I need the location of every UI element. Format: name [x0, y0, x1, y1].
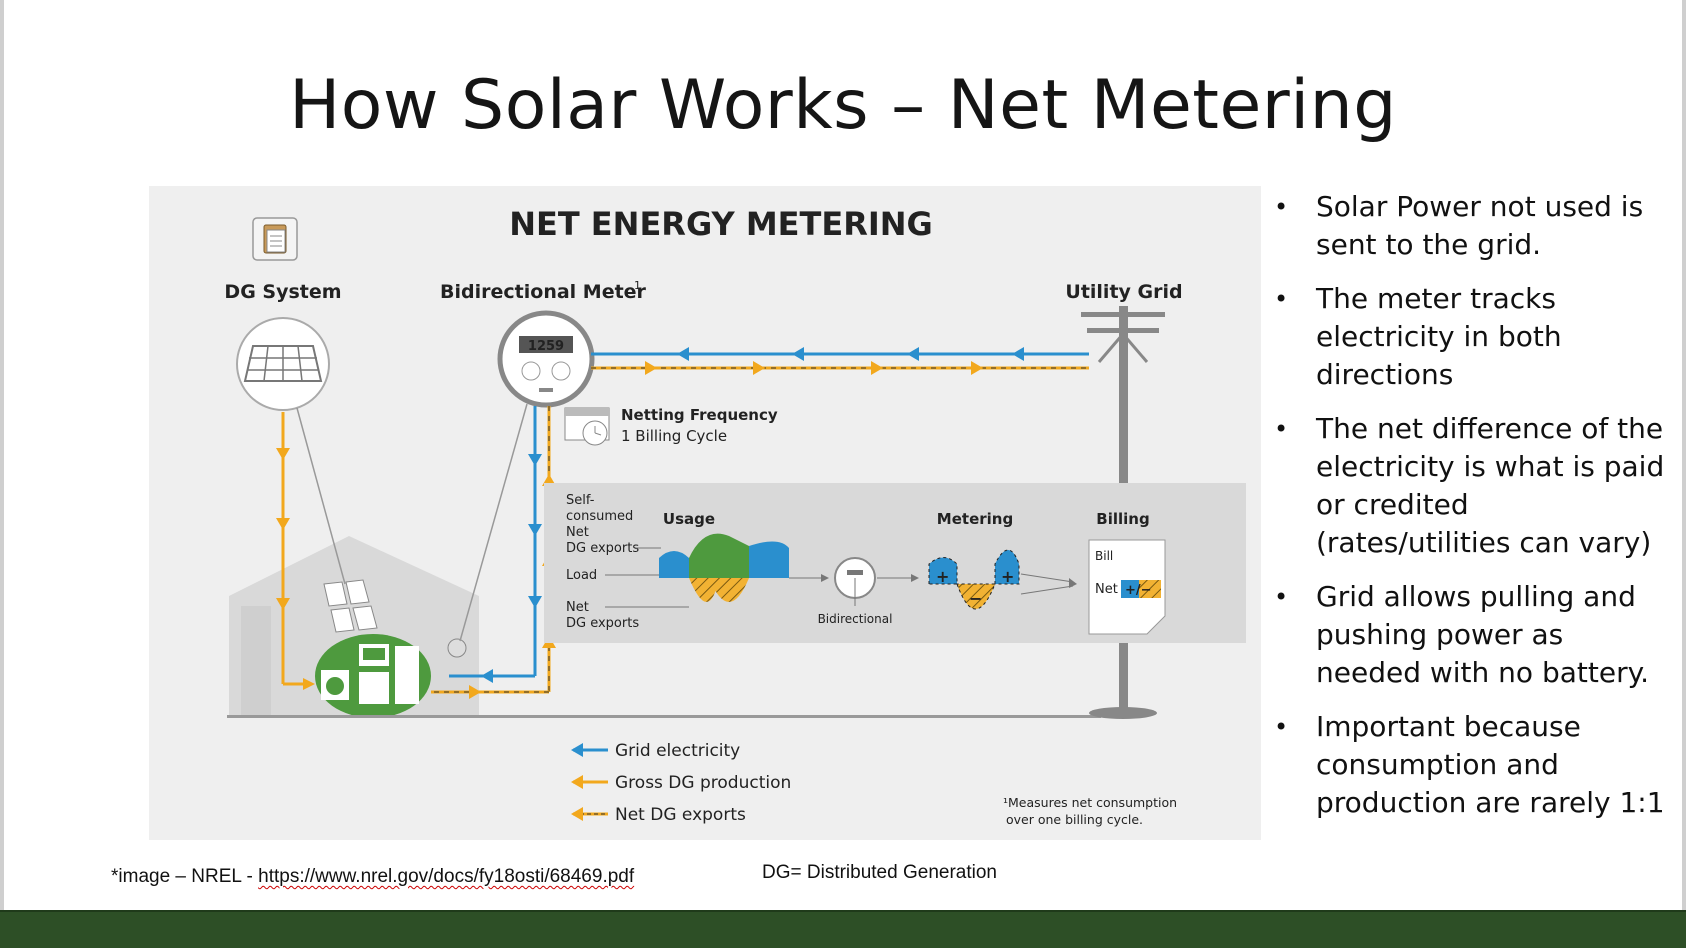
svg-text:Net: Net [566, 600, 589, 615]
svg-text:Gross DG production: Gross DG production [615, 773, 791, 793]
svg-text:over one billing cycle.: over one billing cycle. [1006, 812, 1143, 827]
metering-title: Metering [937, 510, 1013, 528]
slide-footer-bar [0, 910, 1686, 948]
meter-display: 1259 [528, 339, 564, 354]
bill-net-label: Net [1095, 582, 1118, 597]
svg-text:+: + [1001, 567, 1014, 586]
calendar-clock-icon [564, 407, 610, 446]
svg-text:Self-: Self- [566, 493, 595, 508]
bill-document-icon: Bill Net +/− [1088, 539, 1166, 635]
slide-right-edge [1682, 0, 1686, 910]
grid-electricity-flow [449, 347, 1089, 683]
meter-label: Bidirectional Meter [440, 281, 647, 303]
load-label: Load [566, 568, 597, 583]
clipboard-icon[interactable] [252, 217, 298, 261]
bidirectional-meter-small-icon [834, 557, 876, 606]
svg-text:¹Measures net consumption: ¹Measures net consumption [1003, 795, 1177, 810]
bullet-dot: • [1274, 415, 1289, 443]
legend-gross-dg-production: Gross DG production [571, 773, 791, 793]
bullet-item: •Grid allows pulling and pushing power a… [1274, 580, 1650, 689]
source-prefix: *image – NREL - [111, 866, 259, 887]
meter-superscript: 1 [634, 279, 641, 292]
utility-grid-label: Utility Grid [1065, 281, 1182, 303]
usage-curve [659, 533, 789, 602]
bullet-dot: • [1274, 713, 1289, 741]
bullet-item: •Important because consumption and produ… [1274, 710, 1665, 819]
dg-definition: DG= Distributed Generation [762, 862, 997, 883]
slide-title: How Solar Works – Net Metering [289, 66, 1397, 145]
image-source-footnote: *image – NREL - https://www.nrel.gov/doc… [111, 866, 634, 888]
netting-frequency-title: Netting Frequency [621, 406, 778, 424]
svg-text:DG exports: DG exports [566, 541, 639, 556]
billing-title: Billing [1096, 510, 1149, 528]
source-url-link[interactable]: https://www.nrel.gov/docs/fy18osti/68469… [258, 866, 635, 887]
bullet-list: •Solar Power not used is sent to the gri… [1270, 188, 1670, 838]
diagram-canvas: NET ENERGY METERING DG System Bidirectio… [224, 205, 1246, 827]
bullet-dot: • [1274, 193, 1289, 221]
slide-left-edge [0, 0, 4, 910]
svg-text:Grid electricity: Grid electricity [615, 741, 740, 761]
self-consumed-label: Self- consumed Net DG exports [566, 493, 639, 556]
bullet-item: •The net difference of the electricity i… [1274, 412, 1665, 559]
bidirectional-meter-icon: 1259 [497, 310, 595, 408]
svg-text:+: + [936, 567, 949, 586]
bill-label: Bill [1095, 549, 1113, 563]
gross-dg-flow [276, 412, 315, 690]
legend-net-dg-exports: Net DG exports [571, 805, 746, 825]
bullet-item: •The meter tracks electricity in both di… [1274, 282, 1562, 391]
usage-title: Usage [663, 510, 715, 528]
net-exports-label: Net DG exports [566, 600, 639, 631]
bidirectional-label: Bidirectional [818, 612, 893, 626]
svg-text:Net DG exports: Net DG exports [615, 805, 746, 825]
bill-net-value: +/− [1125, 583, 1152, 598]
svg-text:DG exports: DG exports [566, 616, 639, 631]
bullet-dot: • [1274, 285, 1289, 313]
svg-text:−: − [969, 589, 982, 608]
diagram-heading: NET ENERGY METERING [509, 205, 933, 243]
diagram-footnote: ¹Measures net consumption over one billi… [1003, 795, 1177, 827]
net-metering-diagram: NET ENERGY METERING DG System Bidirectio… [149, 186, 1261, 840]
legend-grid-electricity: Grid electricity [571, 741, 740, 761]
house-illustration [227, 536, 1101, 718]
svg-text:Net: Net [566, 525, 589, 540]
dg-system-label: DG System [224, 281, 341, 303]
netting-frequency-value: 1 Billing Cycle [621, 427, 727, 445]
bullet-dot: • [1274, 583, 1289, 611]
metering-curve: + + − [928, 549, 1020, 610]
diagram-legend: Grid electricity Gross DG production Net… [571, 741, 791, 825]
svg-text:consumed: consumed [566, 509, 633, 524]
bullet-item: •Solar Power not used is sent to the gri… [1274, 190, 1644, 261]
solar-panel-icon [236, 317, 330, 411]
